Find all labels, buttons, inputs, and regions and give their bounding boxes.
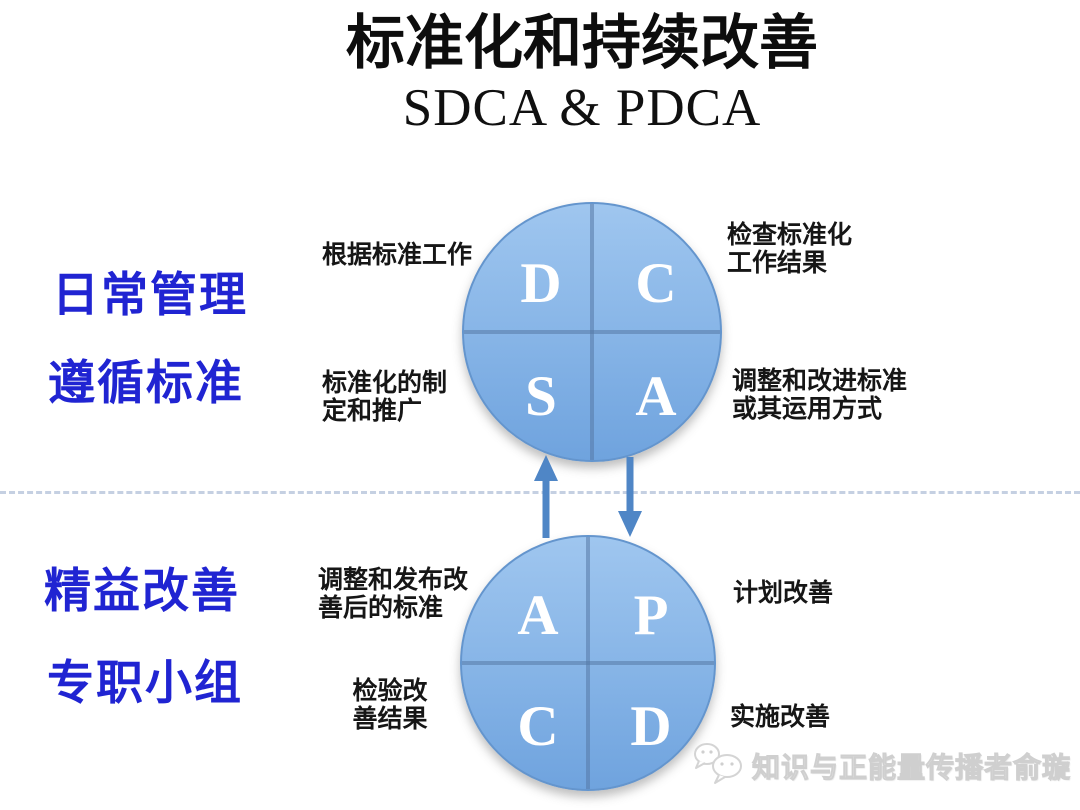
watermark: 知识与正能量传播者俞璇	[692, 740, 1071, 792]
sdca-letter-c: C	[635, 251, 677, 315]
sdca-letter-s: S	[525, 364, 557, 428]
section-divider-dashed-line	[0, 491, 1080, 494]
side-note-follow-standards: 遵循标准	[48, 358, 244, 410]
pdca-letters: A P C D	[462, 537, 714, 789]
sdca-horizontal-divider	[464, 330, 720, 334]
pdca-letter-d: D	[630, 694, 672, 758]
page-subtitle: SDCA & PDCA	[402, 78, 762, 137]
pdca-label-check: 检验改 善结果	[352, 677, 428, 733]
pdca-label-plan: 计划改善	[733, 579, 834, 607]
pdca-label-do: 实施改善	[730, 703, 831, 731]
down-arrow-icon	[618, 457, 642, 537]
sdca-letters: D C S A	[464, 204, 720, 460]
sdca-letter-d: D	[520, 251, 562, 315]
pdca-label-act: 调整和发布改 善后的标准	[318, 566, 469, 622]
sdca-label-do: 根据标准工作	[322, 241, 473, 269]
watermark-text: 知识与正能量传播者俞璇	[751, 752, 1072, 784]
side-note-dedicated-team: 专职小组	[47, 658, 243, 710]
header: 标准化和持续改善 SDCA & PDCA	[84, 10, 1080, 138]
up-arrow-icon	[534, 455, 558, 538]
cycle-arrows	[534, 455, 642, 538]
page-title: 标准化和持续改善	[345, 10, 818, 76]
side-note-daily-management: 日常管理	[52, 270, 248, 322]
pdca-cycle-circle: A P C D	[460, 535, 716, 791]
sdca-label-check: 检查标准化 工作结果	[727, 221, 853, 277]
wechat-bubbles-icon	[694, 743, 742, 784]
pdca-letter-p: P	[633, 583, 669, 647]
sdca-label-standardize: 标准化的制 定和推广	[322, 369, 448, 425]
pdca-letter-c: C	[517, 694, 559, 758]
pdca-horizontal-divider	[462, 661, 714, 665]
pdca-letter-a: A	[517, 583, 559, 647]
side-note-lean-improvement: 精益改善	[44, 566, 240, 618]
sdca-cycle-circle: D C S A	[462, 202, 722, 462]
sdca-label-act: 调整和改进标准 或其运用方式	[732, 367, 908, 423]
sdca-letter-a: A	[635, 364, 677, 428]
